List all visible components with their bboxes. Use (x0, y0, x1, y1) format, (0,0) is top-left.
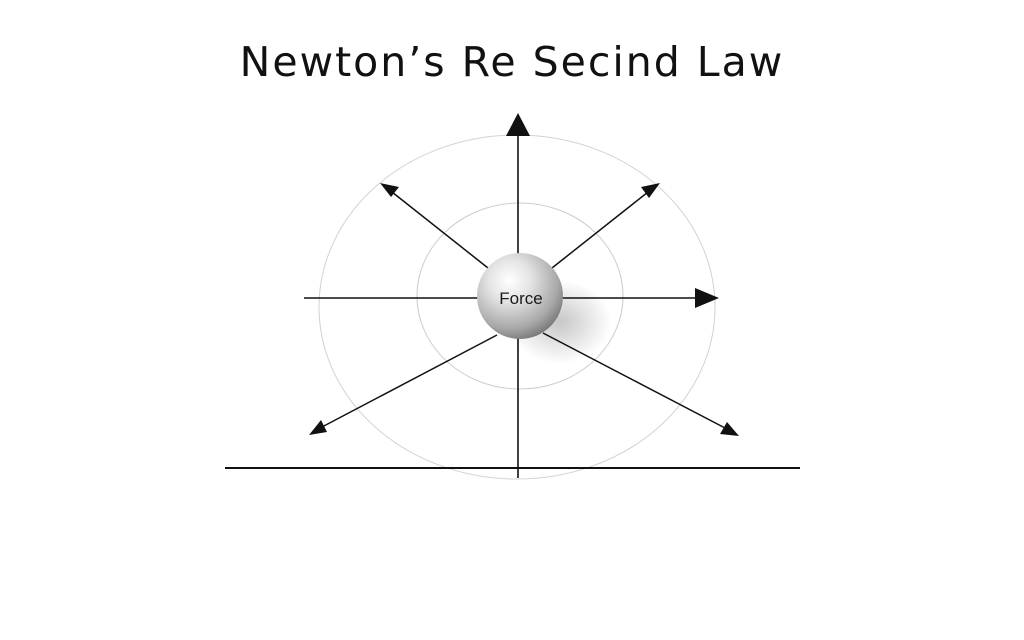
arrow-up-head (506, 113, 530, 136)
inner-ring (416, 202, 624, 390)
ball-label: Force (499, 289, 542, 308)
page-title: Newton’s Re Secind Law (239, 38, 785, 86)
force-ball (477, 253, 563, 339)
arrow-upper-right (551, 191, 649, 269)
arrow-right-head (695, 288, 719, 308)
arrow-lower-left-head (309, 420, 327, 435)
arrow-lower-left (321, 334, 498, 428)
arrow-lower-right-head (720, 422, 739, 436)
arrow-upper-left-head (380, 183, 399, 197)
arrow-upper-right-head (641, 183, 660, 198)
arrow-upper-left (391, 191, 489, 269)
